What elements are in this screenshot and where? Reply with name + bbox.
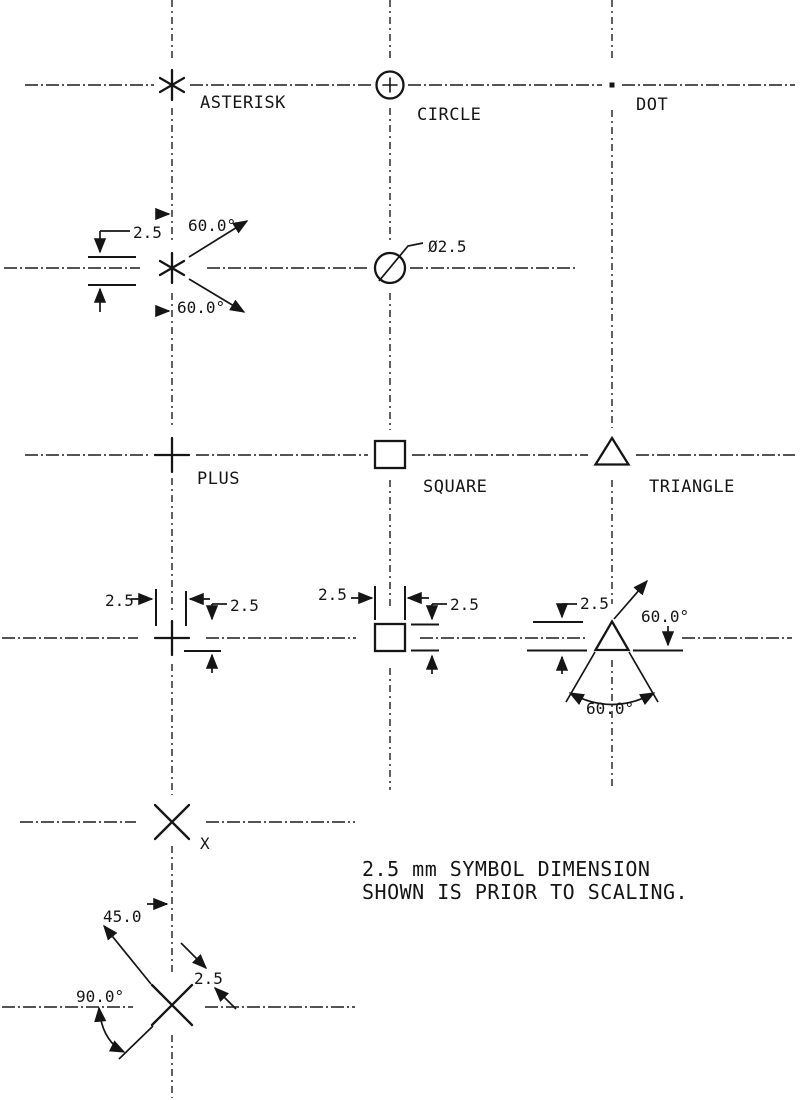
square-dim-width: 2.5 (318, 585, 347, 604)
horizontal-centerlines (2, 84, 795, 1008)
asterisk-dim-linear: 2.5 (133, 223, 162, 242)
asterisk-dim-angle-top: 60.0° (188, 216, 236, 235)
asterisk-symbol (158, 68, 186, 102)
circle-label: CIRCLE (417, 105, 481, 125)
dot-symbol (609, 82, 615, 88)
plus-dim-height: 2.5 (230, 596, 259, 615)
dot-label: DOT (636, 95, 668, 115)
x-label: X (200, 834, 210, 853)
x-dimensioned (94, 897, 237, 1060)
square-label: SQUARE (423, 477, 487, 497)
circle-dimensioned (373, 242, 424, 285)
circle-leader-line (378, 242, 424, 282)
asterisk-dim-angle-bottom: 60.0° (177, 298, 225, 317)
triangle-dimensioned (527, 579, 683, 706)
asterisk-label: ASTERISK (200, 93, 286, 113)
circle-symbol (375, 70, 405, 100)
circle-dim-diameter: Ø2.5 (428, 237, 467, 256)
square-symbol (373, 439, 407, 470)
plus-dimensioned (131, 589, 227, 673)
note-line-2: SHOWN IS PRIOR TO SCALING. (362, 880, 688, 904)
plus-symbol (153, 436, 191, 474)
x-dim-angle-90: 90.0° (76, 987, 124, 1006)
x-symbol (153, 803, 191, 841)
plus-label: PLUS (197, 469, 240, 489)
asterisk-dimensioned (88, 207, 249, 318)
triangle-dim-linear: 2.5 (580, 594, 609, 613)
square-dimensioned (351, 586, 447, 674)
triangle-dim-angle-top: 60.0° (641, 607, 689, 626)
circle-center-mark (382, 77, 398, 93)
square-dim-height: 2.5 (450, 595, 479, 614)
note-line-1: 2.5 mm SYMBOL DIMENSION (362, 857, 650, 881)
plus-dim-width: 2.5 (105, 591, 134, 610)
triangle-dim-angle-bottom: 60.0° (586, 699, 634, 718)
triangle-symbol (593, 435, 631, 466)
x-dim-linear: 2.5 (194, 969, 223, 988)
triangle-label: TRIANGLE (649, 477, 735, 497)
x-dim-angle-45: 45.0 (103, 907, 142, 926)
vertical-centerlines (171, 0, 613, 1098)
